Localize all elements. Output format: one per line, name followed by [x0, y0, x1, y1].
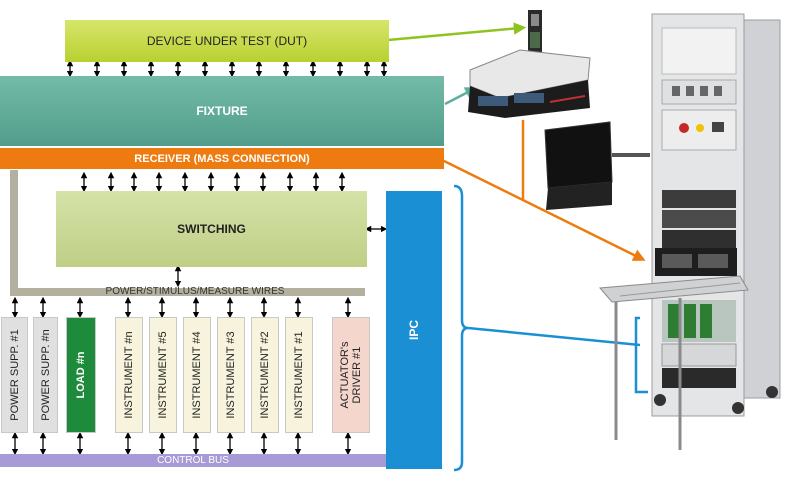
dut-fixture-arrows	[66, 59, 388, 78]
module-10: ACTUATOR's DRIVER #1	[332, 317, 370, 433]
monitor-photo	[544, 121, 650, 210]
dut-block: DEVICE UNDER TEST (DUT)	[65, 20, 389, 62]
module-top-arrows	[11, 296, 352, 319]
dut-photo	[528, 10, 542, 54]
module-8: INSTRUMENT #2	[251, 317, 279, 433]
module-2: POWER SUPP. #n	[33, 317, 58, 433]
rack-photo	[598, 13, 781, 450]
switching-block: SWITCHING	[56, 191, 367, 267]
fixture-to-photo-arrow	[444, 87, 478, 106]
dut-to-device-arrow	[387, 22, 527, 42]
receiver-label: RECEIVER (MASS CONNECTION)	[134, 152, 310, 165]
fixture-label: FIXTURE	[196, 104, 248, 118]
module-1: POWER SUPP. #1	[1, 317, 28, 433]
module-3: LOAD #n	[66, 317, 96, 433]
ipc-block: IPC	[386, 191, 442, 469]
fixture-block: FIXTURE	[0, 76, 444, 146]
ipc-to-rack-line	[467, 326, 641, 347]
module-bottom-arrows	[11, 431, 352, 456]
switching-label: SWITCHING	[177, 222, 246, 236]
fixture-photo	[468, 49, 591, 118]
module-9: INSTRUMENT #1	[285, 317, 313, 433]
module-5: INSTRUMENT #5	[149, 317, 177, 433]
module-6: INSTRUMENT #4	[183, 317, 211, 433]
power-wire-path	[10, 170, 365, 296]
wires-label: POWER/STIMULUS/MEASURE WIRES	[105, 285, 285, 297]
receiver-to-rack-arrow	[441, 158, 646, 261]
dut-label: DEVICE UNDER TEST (DUT)	[146, 34, 308, 48]
module-7: INSTRUMENT #3	[217, 317, 245, 433]
receiver-bar: RECEIVER (MASS CONNECTION)	[0, 148, 444, 169]
control-bus: CONTROL BUS	[0, 454, 386, 467]
control-bus-label: CONTROL BUS	[157, 455, 229, 466]
receiver-switching-arrows	[80, 171, 346, 193]
module-4: INSTRUMENT #n	[115, 317, 143, 433]
rack-bracket	[634, 316, 648, 394]
